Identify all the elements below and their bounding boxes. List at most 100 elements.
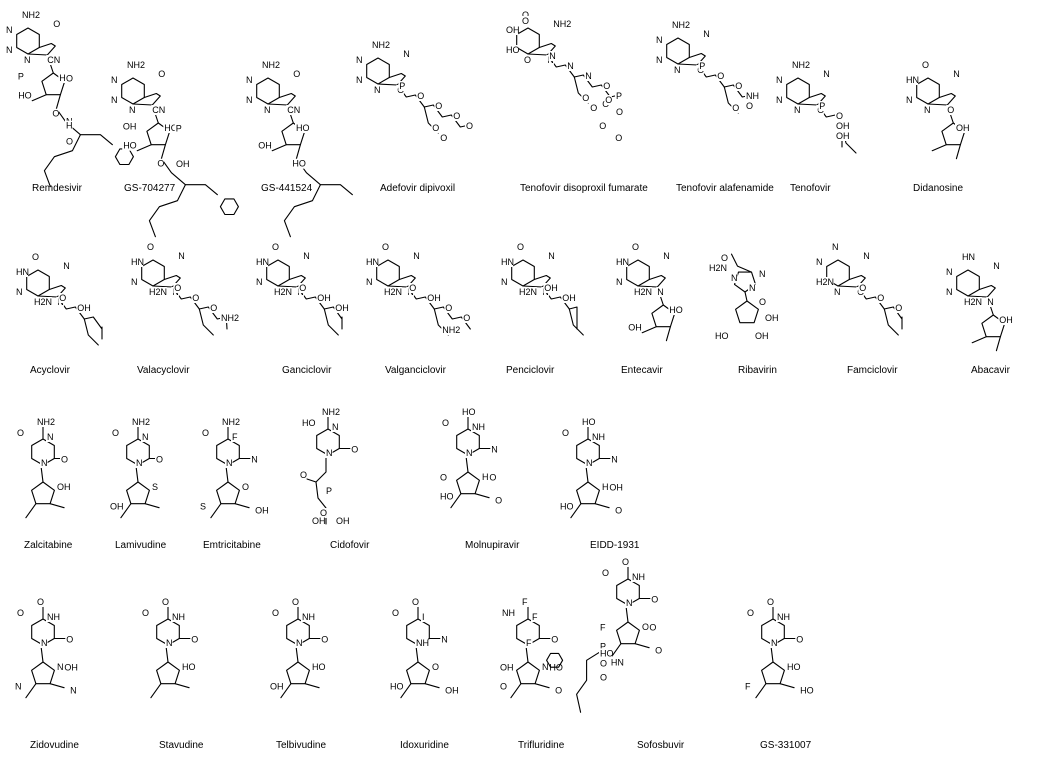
atom-label-backdrop [481,472,495,482]
bond-path [744,291,748,302]
atom-label-backdrop [615,91,623,101]
atom-label: N [616,277,623,287]
atom-label-backdrop [714,331,728,341]
atom-label: N [70,686,77,696]
atom-label: O [877,293,884,303]
atom-label: HN [366,257,379,267]
atom-label-backdrop [408,283,416,293]
compound-name: GS-331007 [760,740,812,751]
atom-label-backdrop [250,454,258,465]
atom-label: NH2 [372,40,390,50]
atom-label-backdrop [625,598,633,608]
atom-label-backdrop [716,71,724,81]
atom-label-backdrop [766,597,774,607]
atom-label: OH [176,159,190,169]
atom-label: N [548,251,555,261]
atom-label-backdrop [521,597,529,607]
atom-label-backdrop [46,612,60,622]
atom-label-backdrop [992,261,1000,271]
compound-structure: HONHNNOHOHOOOO [439,406,550,526]
atom-label-backdrop [135,458,143,468]
atom-label: O [300,470,307,480]
compound-name: Tenofovir alafenamide [676,183,774,194]
atom-label: O [440,472,447,482]
bond-path [198,308,214,336]
atom-label-backdrop [656,287,664,297]
atom-label: OH [999,315,1013,325]
atom-label-backdrop [16,428,24,438]
bond-path [967,284,996,298]
bond-path [786,77,810,105]
atom-label-backdrop [673,65,681,75]
atom-label-backdrop [31,252,39,262]
atom-label-backdrop [745,101,753,111]
atom-label-backdrop [500,277,508,287]
atom-label-backdrop [614,505,622,516]
bond-path [295,144,301,160]
atom-label: N [246,75,253,85]
atom-label-backdrop [444,303,452,313]
atom-label: O [622,557,629,567]
bond-path [837,274,866,288]
atom-label-backdrop [822,69,830,79]
atom-label-backdrop [36,597,44,607]
compound-name: Molnupiravir [465,540,520,551]
atom-label: N [794,105,801,115]
atom-label-backdrop [245,75,253,85]
atom-label: N [366,277,373,287]
atom-label-backdrop [402,49,410,59]
bond-path [735,300,759,324]
atom-label-backdrop [599,658,607,669]
atom-label-backdrop [286,105,300,115]
atom-label: NH2 [132,417,150,427]
atom-label-backdrop [40,638,48,648]
atom-label-backdrop [734,81,742,91]
atom-label-backdrop [412,251,420,261]
atom-label-backdrop [241,482,249,492]
bond-path [931,144,947,152]
bond-path [31,94,47,102]
bond-path [400,683,412,699]
bond-path [31,661,55,685]
atom-label: O [192,293,199,303]
atom-label-backdrop [770,638,778,648]
atom-label-backdrop [952,69,960,79]
atom-label-backdrop [648,622,656,633]
bond-path [121,77,145,105]
atom-label: OH [77,303,91,313]
compound-name: Penciclovir [506,365,555,376]
bond-path [927,92,956,106]
atom-label-backdrop [963,297,982,307]
atom-label: HO [296,123,310,133]
atom-label-backdrop [702,29,710,39]
atom-label: NH [592,432,605,442]
bond-path [995,336,1001,352]
bond-path [424,683,440,689]
compound-name: Lamivudine [115,540,167,551]
atom-label-backdrop [835,131,849,141]
bond-path [126,481,150,505]
atom-label-backdrop [51,108,59,119]
atom-label-backdrop [52,19,60,29]
atom-label-backdrop [141,608,149,618]
structure-drawing: NH2NNNNOPOONHOO [655,20,759,114]
atom-label-backdrop [921,60,929,70]
atom-label: O [605,95,612,105]
atom-label-backdrop [319,508,327,518]
atom-label: HO [506,45,520,55]
compound-name: Ganciclovir [282,365,332,376]
structure-drawing: OHNNH2NNNOOH [15,252,103,346]
atom-label-backdrop [518,287,537,297]
atom-label: NH [302,612,315,622]
atom-label: HN [16,267,29,277]
atom-label-backdrop [431,662,439,672]
atom-label-backdrop [505,45,519,55]
atom-label-backdrop [151,105,165,115]
atom-label: S [200,502,206,512]
atom-label-backdrop [775,95,783,105]
atom-label-backdrop [163,123,177,133]
atom-label-backdrop [56,662,64,672]
compound-name: Famciclovir [847,365,898,376]
